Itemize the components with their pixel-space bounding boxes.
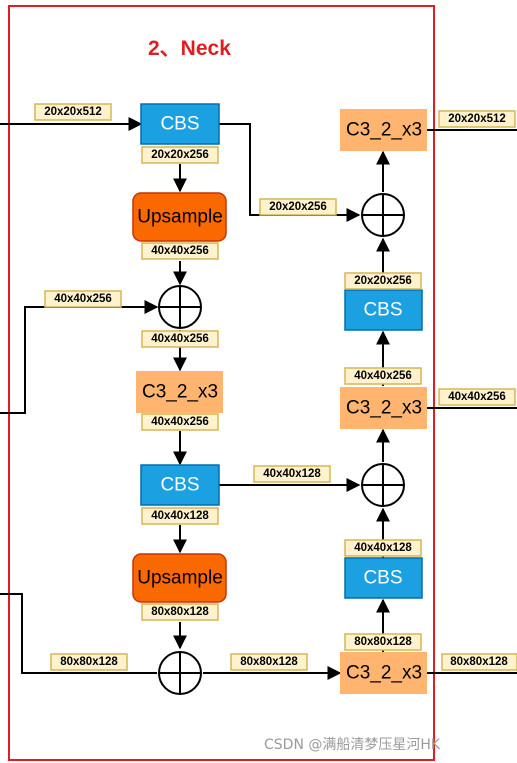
upsample-block-1-label: Upsample	[137, 207, 223, 228]
svg-text:80x80x128: 80x80x128	[151, 606, 209, 618]
dim-label-cbs1-out: 20x20x256	[141, 146, 219, 164]
svg-text:40x40x256: 40x40x256	[151, 416, 209, 428]
cbs-block-2-label: CBS	[160, 475, 199, 496]
dim-label-skip-top: 20x20x256	[259, 198, 337, 216]
dim-label-cbsrightlow-out: 40x40x128	[344, 539, 422, 557]
cbs-block-2: CBS	[140, 464, 220, 506]
concat-node-4	[361, 193, 405, 237]
svg-text:80x80x128: 80x80x128	[450, 656, 508, 668]
svg-text:20x20x256: 20x20x256	[354, 275, 412, 287]
cbs-block-1: CBS	[140, 103, 220, 145]
svg-text:40x40x256: 40x40x256	[151, 245, 209, 257]
dim-label-up1-out: 40x40x256	[141, 242, 219, 260]
dim-label-out-top: 20x20x512	[438, 110, 516, 128]
svg-text:20x20x512: 20x20x512	[448, 113, 506, 125]
c3-block-right-top: C3_2_x3	[340, 109, 427, 151]
concat-node-1	[158, 285, 202, 329]
neck-frame	[8, 5, 435, 761]
dim-label-c3left-out: 40x40x256	[141, 413, 219, 431]
dim-label-in-bottom: 80x80x128	[50, 653, 128, 671]
svg-text:20x20x256: 20x20x256	[151, 149, 209, 161]
dim-label-in-top: 20x20x512	[34, 103, 112, 121]
upsample-block-1: Upsample	[132, 192, 227, 242]
dim-label-c3rightmid-out: 40x40x256	[344, 367, 422, 385]
c3-block-bottom-label: C3_2_x3	[346, 663, 422, 684]
concat-node-2	[361, 463, 405, 507]
dim-label-cbsrighthigh-out: 20x20x256	[344, 272, 422, 290]
svg-text:80x80x128: 80x80x128	[354, 636, 412, 648]
c3-block-left-label: C3_2_x3	[142, 382, 218, 403]
c3-block-right-mid: C3_2_x3	[340, 387, 427, 429]
svg-text:20x20x512: 20x20x512	[44, 106, 102, 118]
cbs-block-right-high: CBS	[344, 289, 423, 331]
c3-block-bottom: C3_2_x3	[340, 652, 427, 694]
svg-text:40x40x256: 40x40x256	[354, 370, 412, 382]
c3-block-left: C3_2_x3	[136, 371, 223, 413]
dim-label-concat3-out: 80x80x128	[230, 653, 308, 671]
cbs-block-right-low-label: CBS	[363, 568, 402, 589]
svg-text:40x40x128: 40x40x128	[354, 542, 412, 554]
cbs-block-1-label: CBS	[160, 114, 199, 135]
upsample-block-2: Upsample	[132, 553, 227, 603]
svg-text:40x40x256: 40x40x256	[151, 333, 209, 345]
svg-text:20x20x256: 20x20x256	[269, 201, 327, 213]
watermark: CSDN @满船清梦压星河HK	[264, 737, 441, 753]
c3-block-right-mid-label: C3_2_x3	[346, 398, 422, 419]
svg-text:80x80x128: 80x80x128	[240, 656, 298, 668]
dim-label-out-mid: 40x40x256	[438, 388, 516, 406]
dim-label-c3bottom-out: 80x80x128	[344, 633, 422, 651]
dim-label-skip-mid: 40x40x128	[253, 465, 331, 483]
edge-input-bottom	[0, 593, 157, 674]
dim-label-cbs2-out: 40x40x128	[141, 507, 219, 525]
upsample-block-2-label: Upsample	[137, 568, 223, 589]
c3-block-right-top-label: C3_2_x3	[346, 120, 422, 141]
edge-input-mid	[0, 300, 159, 414]
dim-label-in-mid: 40x40x256	[44, 290, 122, 308]
svg-text:40x40x128: 40x40x128	[263, 468, 321, 480]
cbs-block-right-high-label: CBS	[363, 300, 402, 321]
svg-text:80x80x128: 80x80x128	[60, 656, 118, 668]
svg-text:40x40x256: 40x40x256	[54, 293, 112, 305]
dim-label-concat1-out: 40x40x256	[141, 330, 219, 348]
dim-label-up2-out: 80x80x128	[141, 603, 219, 621]
connectors	[0, 117, 517, 680]
svg-text:40x40x128: 40x40x128	[151, 510, 209, 522]
dim-label-out-bottom: 80x80x128	[441, 653, 517, 671]
concat-node-3	[158, 651, 202, 695]
svg-text:40x40x256: 40x40x256	[448, 391, 506, 403]
cbs-block-right-low: CBS	[344, 557, 423, 599]
neck-title: 2、Neck	[148, 37, 231, 60]
